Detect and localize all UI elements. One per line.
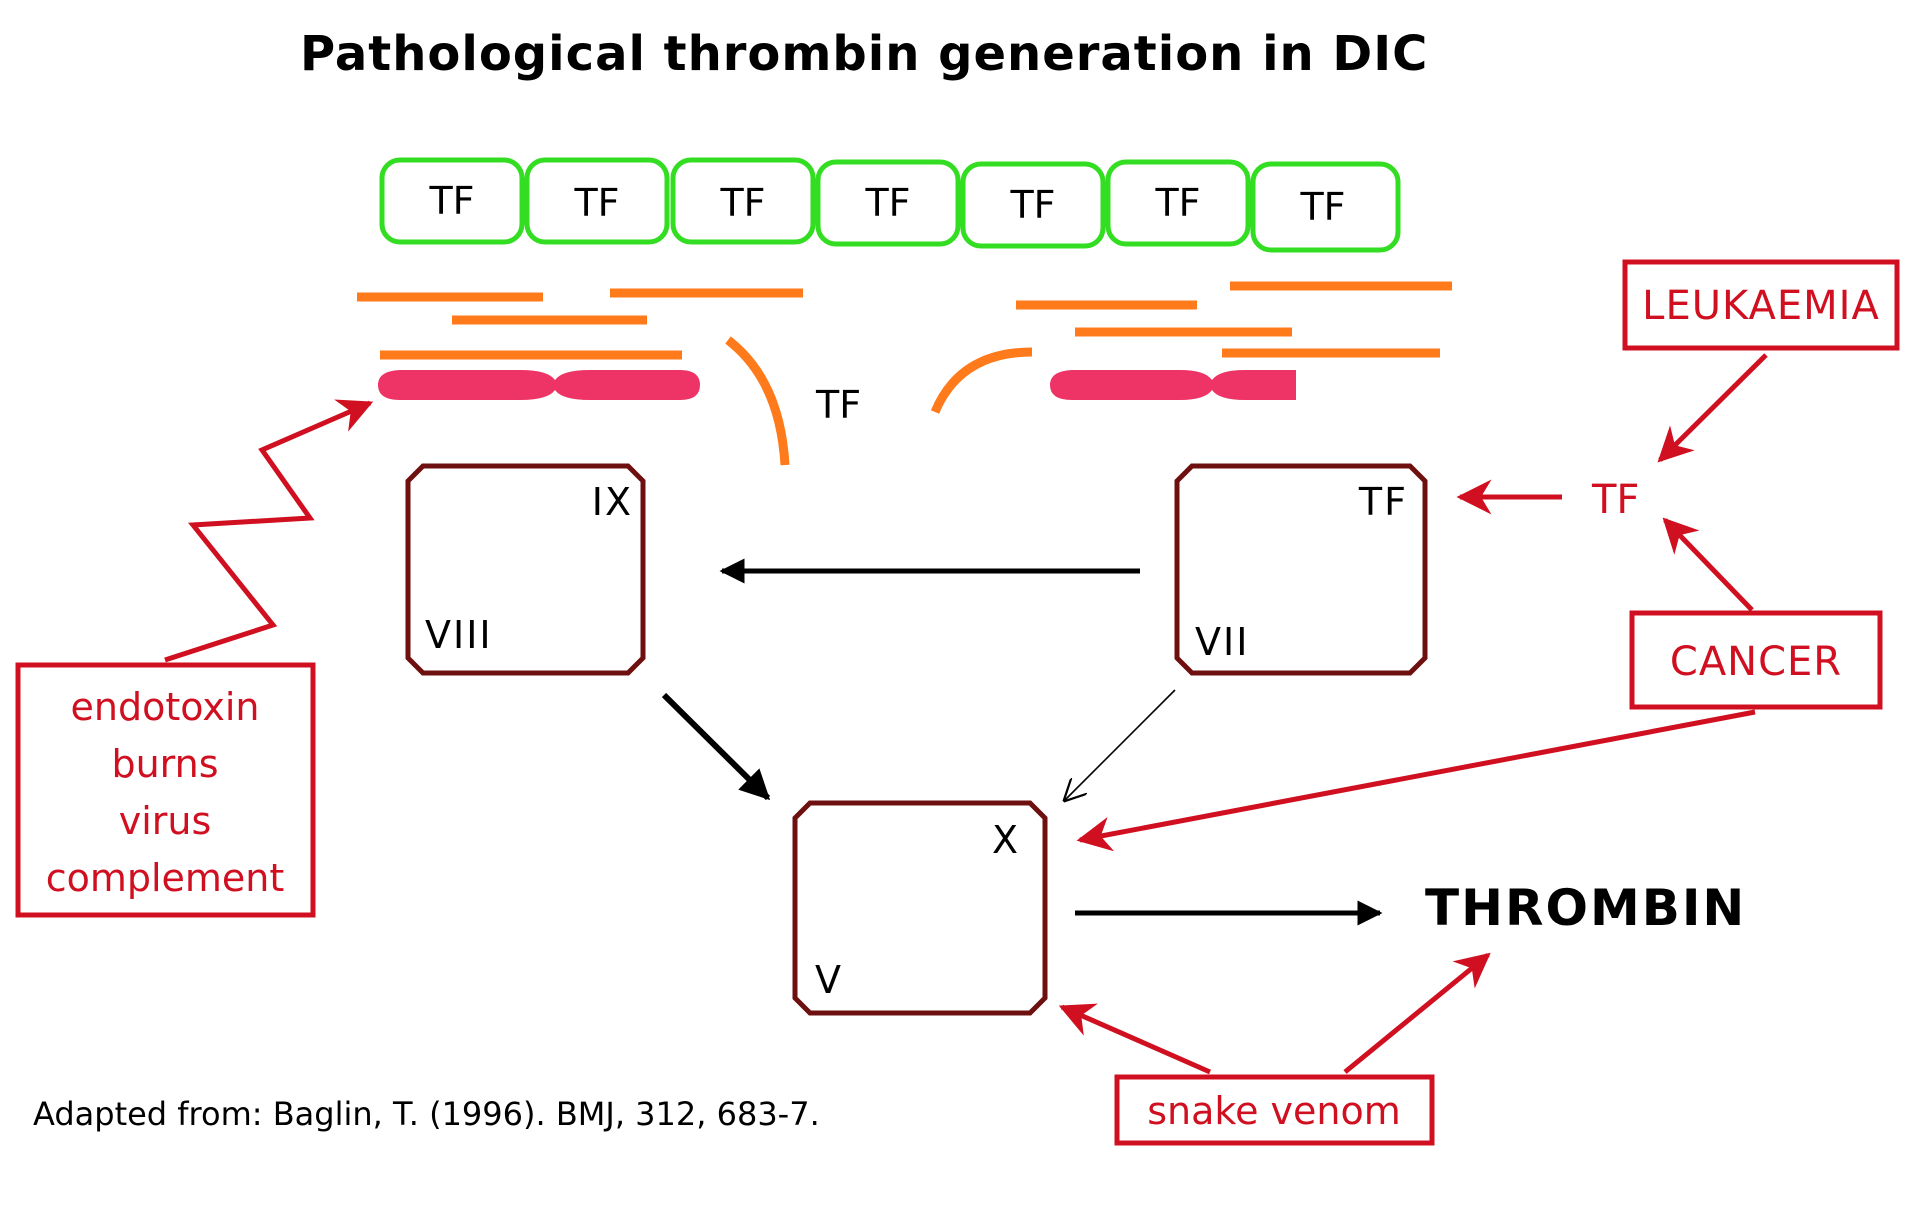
endothelial-cell: TF (1250, 161, 1401, 253)
cell-tf-label: TF (1009, 183, 1055, 227)
endothelial-cell: TF (670, 157, 816, 245)
factor-ix-label: IX (592, 480, 633, 524)
arrow-leukaemia-to-tf (1657, 353, 1768, 463)
factor-viii-label: VIII (425, 613, 493, 657)
platelet (1050, 370, 1296, 400)
platelets (378, 370, 1296, 400)
trigger-endotoxin: endotoxin (71, 685, 260, 729)
factor-x-label: X (992, 818, 1020, 862)
endothelial-cell: TF (960, 161, 1106, 249)
cell-tf-label: TF (719, 181, 765, 225)
trigger-box-snake-venom: snake venom (1114, 1074, 1435, 1146)
arrow-ix-to-x (661, 692, 771, 801)
endothelial-cell: TF (1105, 159, 1251, 247)
arrow-cancer-to-x (1076, 709, 1756, 852)
snake-venom-label: snake venom (1147, 1089, 1401, 1133)
trigger-complement: complement (46, 856, 285, 900)
subendothelial-fibres (357, 281, 1452, 466)
thrombin-label: THROMBIN (1425, 879, 1746, 937)
trigger-zigzag-arrow (164, 399, 374, 663)
trigger-virus: virus (119, 799, 212, 843)
platelet (378, 370, 700, 400)
factor-vii-label: VII (1195, 620, 1249, 664)
citation: Adapted from: Baglin, T. (1996). BMJ, 31… (33, 1095, 820, 1133)
leukaemia-label: LEUKAEMIA (1642, 283, 1880, 329)
arrow-venom-to-x (1058, 1003, 1212, 1075)
cell-tf-label: TF (864, 181, 910, 225)
trigger-arrows (1058, 353, 1768, 1075)
complex-x-v: X V (792, 800, 1048, 1016)
cell-tf-label: TF (428, 179, 474, 223)
endothelial-cell: TF (815, 159, 961, 247)
fibre-curve (930, 347, 1033, 414)
factor-v-label: V (815, 958, 843, 1002)
pathway-arrows (661, 558, 1383, 926)
cell-tf-label: TF (1154, 181, 1200, 225)
arrow-vii-to-x (1065, 689, 1176, 800)
complex-ix-viii: IX VIII (405, 463, 646, 676)
cell-tf-label: TF (573, 181, 619, 225)
endothelial-cell: TF (379, 157, 525, 245)
cancer-label: CANCER (1670, 639, 1842, 685)
exposed-tf-label: TF (815, 383, 861, 427)
cell-tf-label: TF (1299, 185, 1345, 229)
endothelial-cell-layer: TF TF TF TF TF TF TF (379, 157, 1401, 253)
complex-vii-tf: TF VII (1174, 463, 1428, 676)
diagram-title: Pathological thrombin generation in DIC (300, 26, 1428, 82)
trigger-tf-label: TF (1591, 477, 1639, 523)
trigger-box-infection: endotoxin burns virus complement (15, 662, 316, 918)
trigger-burns: burns (111, 742, 218, 786)
arrow-venom-to-thrombin (1343, 952, 1491, 1074)
endothelial-cell: TF (524, 157, 670, 245)
fibre-curve (725, 336, 790, 466)
arrow-cancer-to-tf (1662, 517, 1754, 612)
trigger-box-cancer: CANCER (1629, 610, 1883, 710)
complex-tf-label: TF (1358, 480, 1408, 524)
trigger-box-leukaemia: LEUKAEMIA (1622, 259, 1900, 351)
